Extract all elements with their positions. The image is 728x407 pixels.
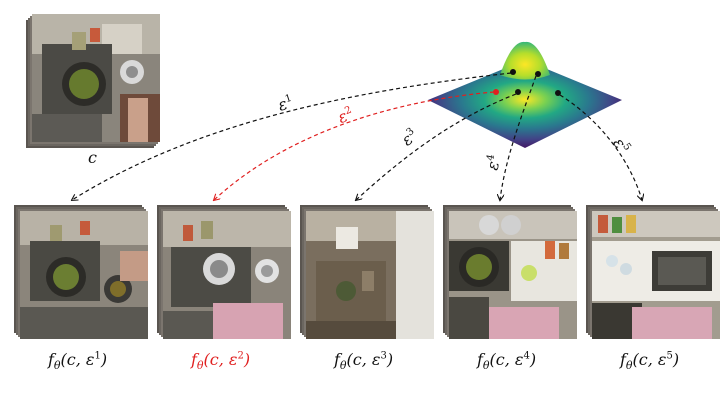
context-frame-image xyxy=(32,14,160,142)
generated-stack-3 xyxy=(300,205,434,339)
sample-point-5 xyxy=(555,90,561,96)
context-label: c xyxy=(88,148,97,167)
generated-frame-5 xyxy=(592,211,720,339)
arrow-eps2 xyxy=(214,91,495,200)
sample-point-4 xyxy=(535,71,541,77)
caption-4: fθ(c, ε4) xyxy=(477,350,537,373)
generated-frame-4 xyxy=(449,211,577,339)
generated-stack-5 xyxy=(586,205,720,339)
generated-stack-2 xyxy=(157,205,291,339)
caption-1: fθ(c, ε1) xyxy=(48,350,108,373)
arrow-eps5 xyxy=(559,94,642,200)
generated-stack-1 xyxy=(14,205,148,339)
arrow-eps4 xyxy=(500,75,537,200)
context-frame-stack xyxy=(26,14,160,148)
generated-frame-2 xyxy=(163,211,291,339)
sample-point-3 xyxy=(515,89,521,95)
generated-frame-1 xyxy=(20,211,148,339)
arrow-eps1 xyxy=(72,72,512,200)
caption-2: fθ(c, ε2) xyxy=(191,350,251,373)
gaussian-surface xyxy=(428,60,622,148)
sample-point-2 xyxy=(493,89,499,95)
caption-5: fθ(c, ε5) xyxy=(620,350,680,373)
caption-3: fθ(c, ε3) xyxy=(334,350,394,373)
sample-point-1 xyxy=(510,69,516,75)
generated-stack-4 xyxy=(443,205,577,339)
generated-frame-3 xyxy=(306,211,434,339)
arrow-eps3 xyxy=(356,93,517,200)
